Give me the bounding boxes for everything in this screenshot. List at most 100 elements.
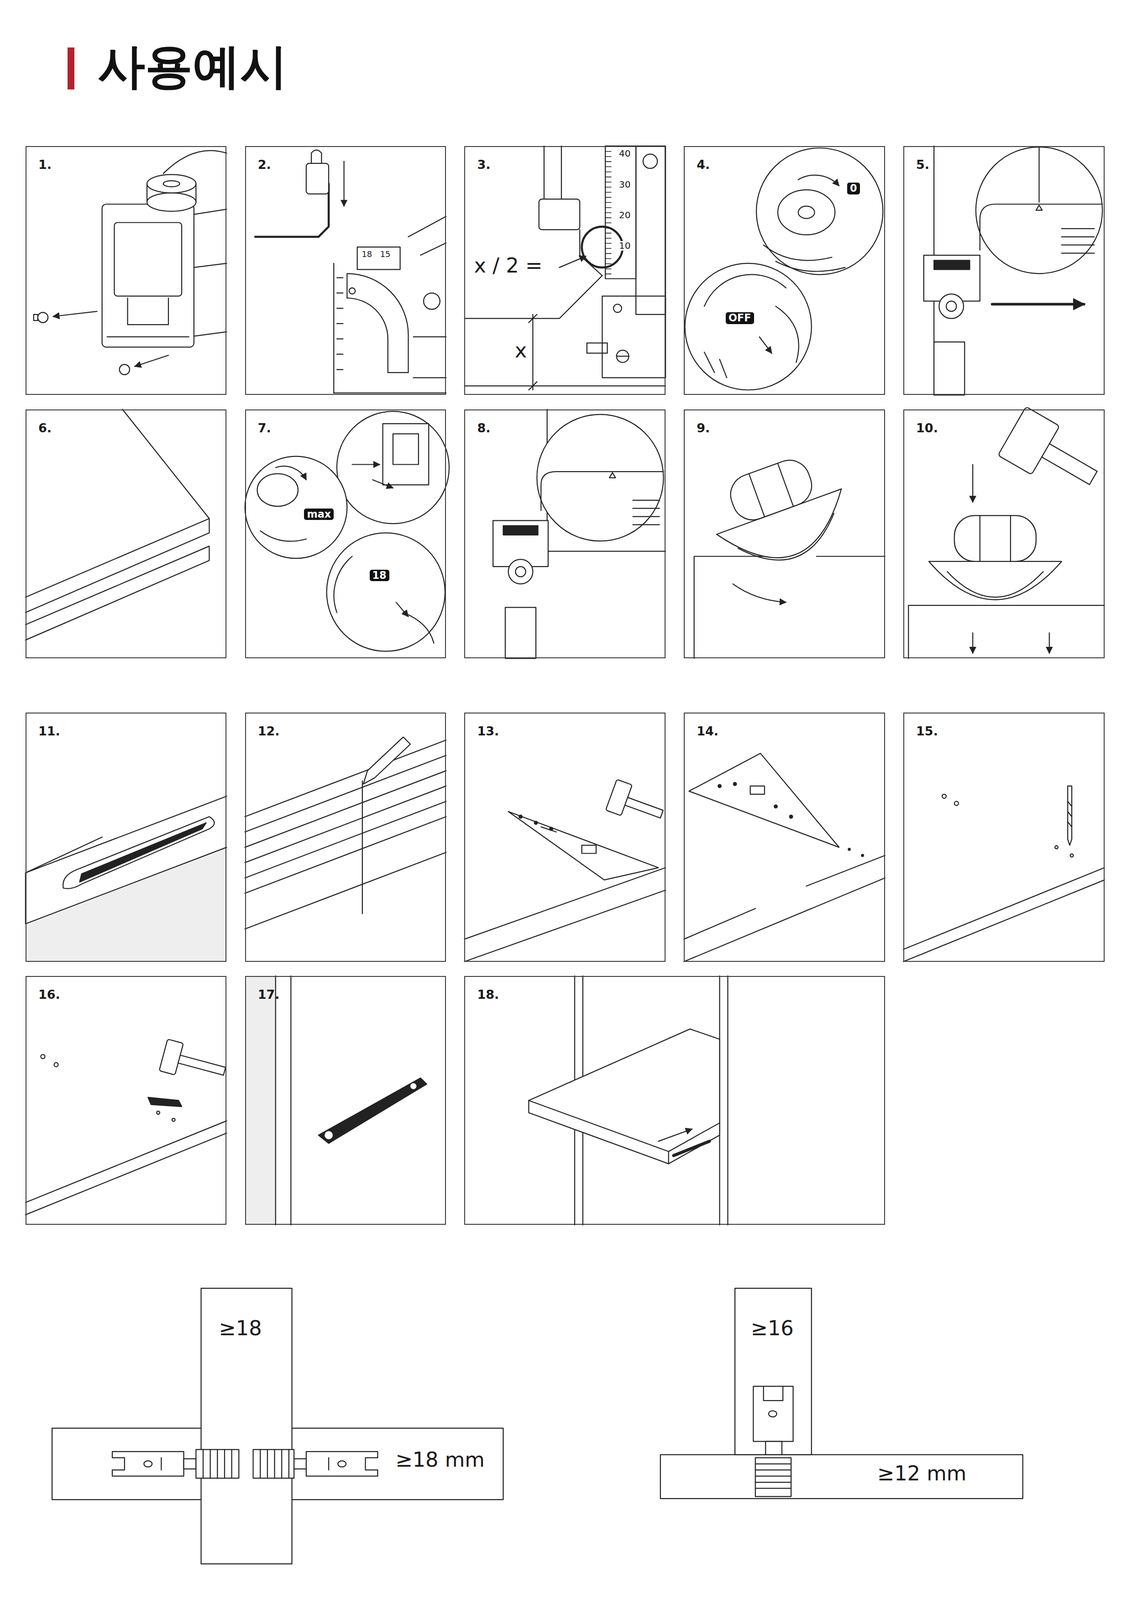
step-panel: 15. — [903, 712, 1105, 962]
scale-illustration-part — [581, 226, 623, 268]
align-illustration-part — [975, 146, 1103, 274]
template-illustration-part — [508, 811, 659, 881]
align-illustration-part — [536, 414, 664, 541]
step-panel: 6. — [25, 409, 227, 659]
joint-detail-part — [755, 1463, 792, 1489]
fence-illustration-part — [346, 273, 409, 373]
hammer-illustration — [908, 406, 1108, 659]
dial-illustration-part — [260, 530, 307, 542]
scale-marking: 15 — [378, 250, 393, 259]
align-illustration-part — [503, 525, 538, 535]
cutting-illustration-part — [733, 583, 787, 603]
dial-illustration-part — [336, 411, 450, 524]
hammer-illustration-part-part — [997, 406, 1060, 475]
shelf-illustration-part — [528, 1100, 720, 1164]
scale-illustration — [464, 146, 666, 390]
dial-illustration-part — [275, 466, 307, 480]
scale-illustration-part — [464, 275, 603, 319]
hammer-illustration-part — [172, 1118, 176, 1122]
template-illustration-part — [534, 821, 538, 825]
joiner-illustration-part — [146, 174, 196, 193]
scale-illustration-part — [613, 303, 622, 313]
align-illustration-part — [980, 204, 1103, 251]
joiner-illustration-part — [52, 311, 97, 317]
fence-illustration-part — [423, 293, 441, 310]
joint-detail-part — [328, 1457, 330, 1470]
dial-illustration-part — [352, 463, 380, 465]
step-number: 4. — [696, 157, 710, 172]
joint-detail-part — [201, 1288, 293, 1564]
scale-illustration-part — [544, 146, 562, 200]
marking-illustration-part — [245, 739, 447, 929]
scale-illustration-part — [586, 342, 608, 353]
fence-illustration-part — [357, 246, 401, 270]
fence-illustration-part — [311, 150, 322, 164]
scale-illustration-part — [559, 256, 586, 268]
dial-illustration-part — [393, 433, 419, 465]
hammer-illustration-part — [980, 515, 1011, 562]
biscuit-illustration — [25, 796, 227, 962]
step-panel: 18. — [464, 975, 885, 1226]
align-illustration-part — [540, 471, 664, 511]
drilling-illustration-part — [942, 794, 947, 799]
joint-detail-part — [734, 1288, 812, 1455]
joiner-illustration-part — [37, 312, 48, 323]
template-illustration-part — [605, 779, 668, 829]
joint-detail-part — [160, 1457, 162, 1470]
dimension-label: ≥16 — [749, 1317, 795, 1340]
dial-illustration-part — [704, 352, 727, 378]
template-illustration-part — [750, 786, 765, 795]
joiner-illustration-part — [163, 150, 227, 174]
hammer-illustration-part — [156, 1111, 160, 1115]
step-panel: 11. — [25, 712, 227, 962]
hammer-illustration-part-part — [1041, 443, 1097, 485]
hammer-illustration-part — [928, 561, 1062, 600]
hammer-illustration-part — [40, 1054, 45, 1059]
step-number: 14. — [696, 724, 719, 739]
step-panel: 8. — [464, 409, 666, 659]
step-number: 5. — [916, 157, 930, 172]
step-number: 3. — [476, 157, 491, 172]
dial-marking: OFF — [725, 312, 755, 324]
drilling-illustration-part — [903, 867, 1105, 962]
align-illustration-part — [1061, 228, 1095, 254]
template-illustration — [464, 779, 668, 962]
dial-illustration — [245, 411, 450, 652]
connector-illustration-part — [245, 975, 276, 1226]
marking-illustration-part — [363, 737, 411, 785]
boards-illustration — [25, 409, 210, 640]
template-illustration-part — [789, 815, 793, 819]
biscuit-illustration-part — [62, 816, 215, 889]
align-illustration-part — [938, 293, 964, 319]
dial-illustration-part — [798, 175, 839, 186]
joiner-illustration-part — [107, 336, 189, 338]
step-number: 18. — [476, 987, 499, 1002]
step-number: 7. — [257, 421, 272, 435]
drilling-illustration-part — [954, 801, 959, 806]
dial-marking: 0 — [847, 182, 860, 194]
dimension-label: ≥18 — [217, 1317, 263, 1340]
cutting-illustration-part-part — [749, 463, 794, 518]
step-panel: 16. — [25, 975, 227, 1226]
joiner-illustration-part — [114, 222, 182, 297]
align-illustration-part — [609, 472, 616, 478]
cutting-illustration-part — [694, 556, 886, 659]
hammer-illustration-part — [908, 605, 1105, 659]
fence-illustration-part — [333, 336, 446, 394]
dial-illustration-part — [763, 245, 846, 272]
step-number: 8. — [476, 421, 491, 435]
scale-illustration-part — [616, 355, 629, 357]
step-panel: 1. — [25, 146, 227, 396]
scale-illustration-part — [605, 146, 636, 279]
align-illustration-part — [515, 566, 526, 577]
step-number: 13. — [476, 724, 499, 739]
joint-detail-part — [203, 1449, 232, 1478]
step-panel: 7. — [245, 409, 447, 659]
joint-detail-part — [753, 1386, 793, 1442]
drilling-illustration-part — [1070, 854, 1074, 858]
title-bar — [67, 47, 75, 90]
cutting-illustration-part-part — [738, 513, 844, 575]
dial-illustration-part — [334, 556, 353, 613]
joint-detail-part — [660, 1454, 1023, 1499]
